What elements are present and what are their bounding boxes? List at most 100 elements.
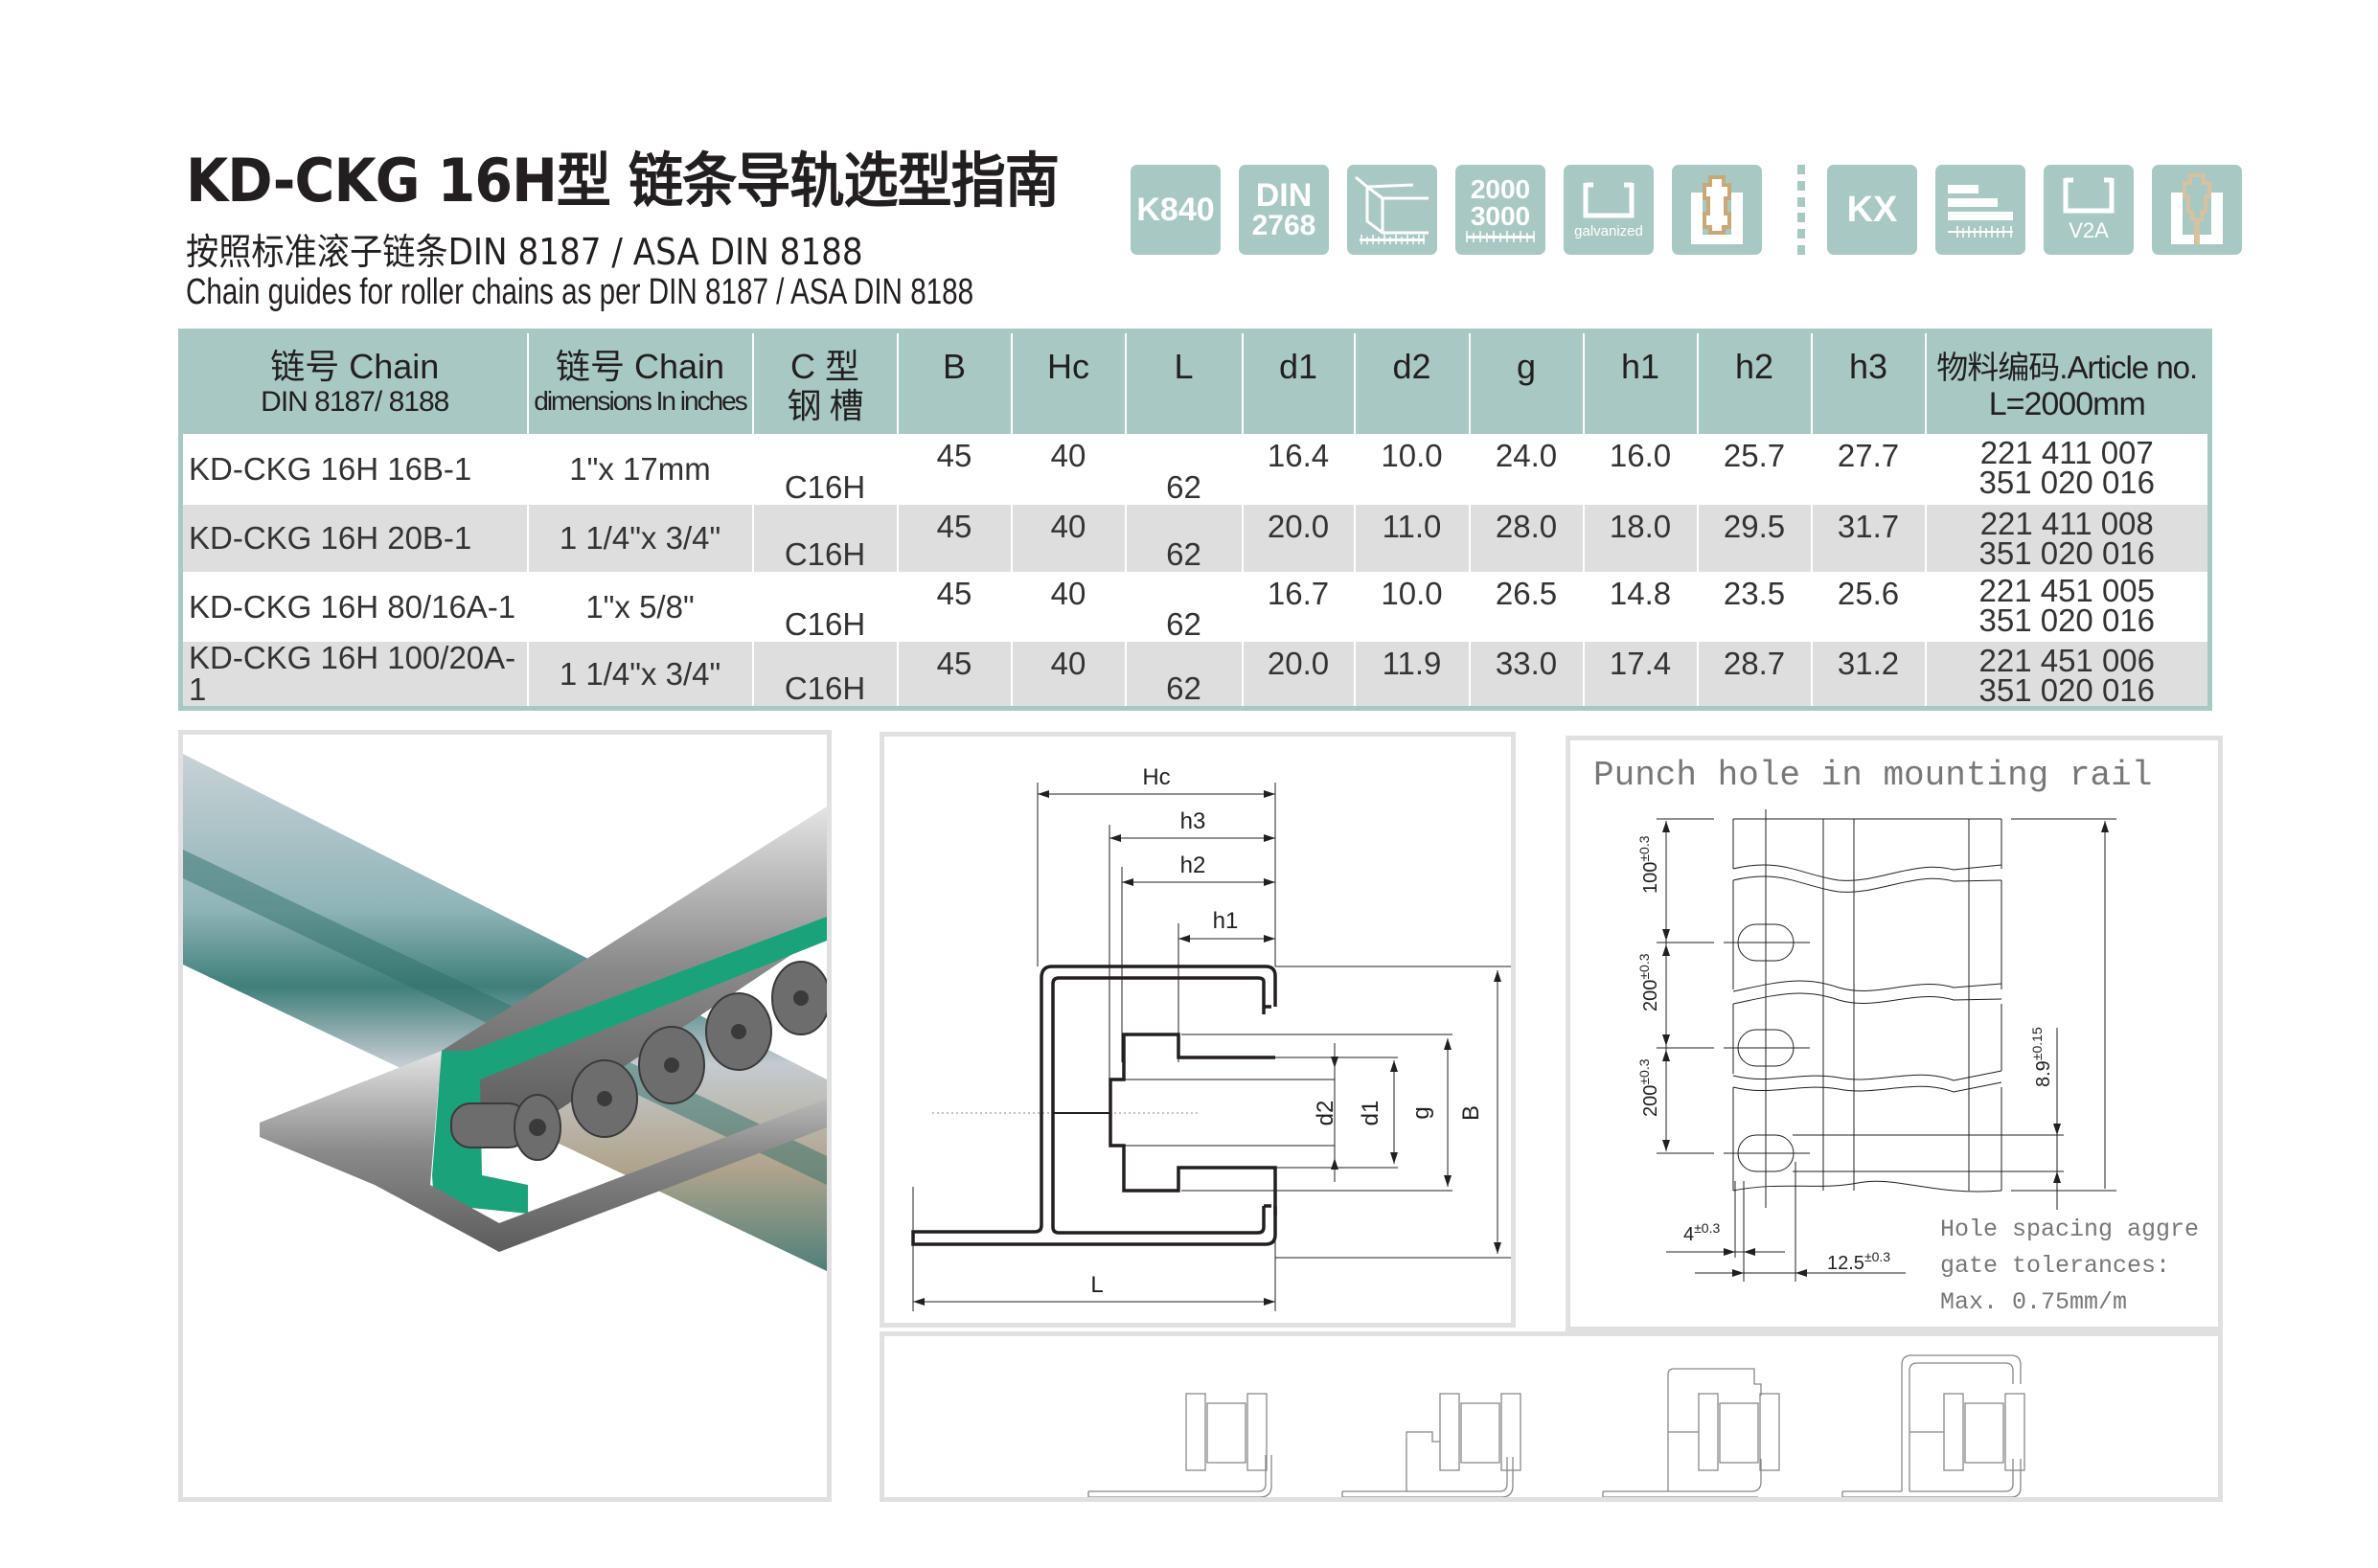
profile-with-ruler-icon (1355, 175, 1429, 244)
chain-guide-photo (183, 754, 827, 1271)
cell-inches: 1 1/4"x 3/4" (526, 504, 753, 572)
cell-b: 45 (896, 433, 1012, 505)
badge-galvanized-caption: galvanized (1574, 222, 1643, 239)
punch-hole-title: Punch hole in mounting rail (1593, 756, 2153, 795)
dim-top-spacing: 100±0.3 (1636, 835, 1661, 894)
stacked-bars-ruler-icon (1948, 185, 2013, 238)
cell-d1: 20.0 (1241, 641, 1355, 709)
dim-label-d1: d1 (1358, 1101, 1383, 1126)
cell-b: 45 (896, 504, 1012, 572)
ruler-icon (1466, 231, 1535, 242)
cell-h3: 25.6 (1810, 571, 1926, 642)
cell-g: 33.0 (1468, 641, 1584, 709)
cell-h3: 31.7 (1810, 504, 1926, 572)
cell-d2: 10.0 (1353, 433, 1470, 505)
badge-k840-label: K840 (1136, 192, 1215, 228)
cell-h2: 23.5 (1696, 571, 1812, 642)
col-header-d2: d2 (1353, 330, 1470, 434)
cell-h3: 27.7 (1810, 433, 1926, 505)
product-photo (178, 730, 832, 1502)
cell-c-channel: C16H (751, 433, 898, 505)
badge-profile-length (1347, 165, 1437, 255)
assembly-variants-panel (880, 1331, 2223, 1502)
subtitle-english: Chain guides for roller chains as per DI… (186, 272, 974, 312)
badge-insert-steel-2 (2152, 165, 2242, 255)
cell-h1: 16.0 (1582, 433, 1698, 505)
col-header-h1: h1 (1582, 330, 1698, 434)
col-header-d1: d1 (1241, 330, 1355, 434)
cell-chain: KD-CKG 16H 100/20A-1 (180, 641, 528, 709)
badge-din-label: DIN (1255, 177, 1313, 214)
dim-label-d2: d2 (1313, 1101, 1338, 1126)
chain-in-channel-icon (2171, 173, 2223, 244)
col-header-h2: h2 (1696, 330, 1812, 434)
cell-d2: 11.0 (1353, 504, 1470, 572)
cell-hc: 40 (1010, 504, 1126, 572)
dim-slot-width: 4±0.3 (1683, 1220, 1720, 1245)
variant-4-full-assembly (1841, 1354, 2025, 1497)
badge-kx: KX (1827, 165, 1917, 255)
cell-c-channel: C16H (751, 504, 898, 572)
dim-spacing-2: 200±0.3 (1636, 953, 1661, 1011)
c-channel-cross-section-diagram: Hc h3 h2 h1 L d2 d1 g B (911, 764, 1511, 1311)
cell-l: 62 (1124, 433, 1243, 505)
cell-g: 26.5 (1468, 571, 1584, 642)
badge-group-separator (1797, 165, 1805, 255)
cell-l: 62 (1124, 641, 1243, 709)
cell-d2: 11.9 (1353, 641, 1470, 709)
badge-length-3000: 3000 (1470, 201, 1531, 231)
cell-c-channel: C16H (751, 571, 898, 642)
dim-label-b: B (1458, 1105, 1484, 1121)
cell-chain: KD-CKG 16H 16B-1 (180, 433, 528, 505)
badge-stacked-lengths (1935, 165, 2025, 255)
cell-h2: 25.7 (1696, 433, 1812, 505)
cell-chain: KD-CKG 16H 20B-1 (180, 504, 528, 572)
cell-c-channel: C16H (751, 641, 898, 709)
cell-d1: 20.0 (1241, 504, 1355, 572)
badge-insert-steel (1672, 165, 1762, 255)
col-header-g: g (1468, 330, 1584, 434)
cell-chain: KD-CKG 16H 80/16A-1 (180, 571, 528, 642)
table-row: KD-CKG 16H 20B-1 1 1/4"x 3/4" C16H 45 40… (180, 504, 2210, 572)
cell-d1: 16.7 (1241, 571, 1355, 642)
col-header-l: L (1124, 330, 1243, 434)
dim-label-h2: h2 (1180, 852, 1206, 878)
variant-3-partial-channel (1602, 1368, 1780, 1497)
dim-slot-height: 8.9±0.15 (2029, 1027, 2054, 1087)
badge-v2a-caption: V2A (2069, 218, 2109, 242)
badge-lengths: 2000 3000 (1455, 165, 1545, 255)
punch-hole-diagram: 100±0.3 200±0.3 200±0.3 8.9±0.15 4±0.3 1… (1636, 809, 2116, 1282)
dim-spacing-3: 200±0.3 (1636, 1058, 1661, 1117)
cell-h1: 14.8 (1582, 571, 1698, 642)
dim-label-g: g (1408, 1106, 1434, 1119)
badge-kx-label: KX (1846, 190, 1898, 230)
cell-g: 28.0 (1468, 504, 1584, 572)
cell-h1: 17.4 (1582, 641, 1698, 709)
table-row: KD-CKG 16H 16B-1 1"x 17mm C16H 45 40 62 … (180, 433, 2210, 505)
cell-d2: 10.0 (1353, 571, 1470, 642)
cell-inches: 1"x 17mm (526, 433, 753, 505)
subtitle-chinese: 按照标准滚子链条DIN 8187 / ASA DIN 8188 (186, 231, 863, 273)
col-header-c-channel: C 型钢 槽 (751, 330, 898, 434)
cell-h3: 31.2 (1810, 641, 1926, 709)
badge-v2a: V2A (2044, 165, 2134, 255)
dim-label-l: L (1090, 1272, 1103, 1298)
dim-edge-offset: 12.5±0.3 (1827, 1249, 1890, 1274)
variant-2-rail-insert-chain (1341, 1393, 1521, 1497)
dimension-drawing: Hc h3 h2 h1 L d2 d1 g B (880, 732, 1516, 1328)
cell-hc: 40 (1010, 641, 1126, 709)
table-row: KD-CKG 16H 100/20A-1 1 1/4"x 3/4" C16H 4… (180, 641, 2210, 709)
dim-label-h1: h1 (1213, 908, 1239, 934)
badge-galvanized: galvanized (1564, 165, 1654, 255)
cell-h2: 28.7 (1696, 641, 1812, 709)
col-header-b: B (896, 330, 1012, 434)
cell-l: 62 (1124, 571, 1243, 642)
cell-hc: 40 (1010, 433, 1126, 505)
